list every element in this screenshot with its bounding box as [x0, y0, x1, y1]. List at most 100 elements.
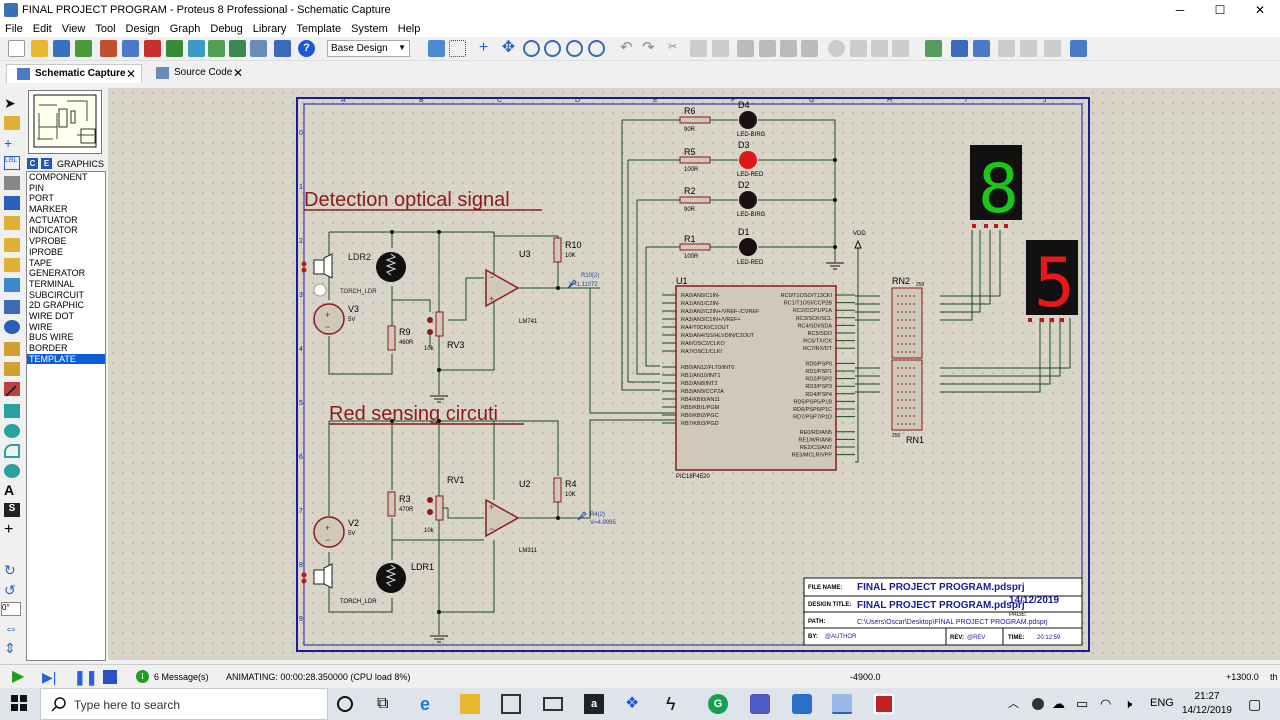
menu-tool[interactable]: Tool: [95, 22, 116, 35]
zoom-all-icon[interactable]: [566, 40, 583, 57]
wire-label-icon[interactable]: LBL: [4, 156, 20, 170]
design-explorer-icon[interactable]: [1070, 40, 1087, 57]
tab-close-icon[interactable]: ✕: [232, 66, 243, 80]
home-icon[interactable]: [100, 40, 117, 57]
menu-file[interactable]: File: [5, 22, 23, 35]
origin-icon[interactable]: +: [478, 39, 489, 56]
list-item[interactable]: 2D GRAPHIC: [29, 300, 85, 311]
components-mode-button[interactable]: C: [27, 158, 38, 169]
store-icon[interactable]: [501, 694, 521, 714]
heading-red-sensing-circuit[interactable]: Red sensing circuti: [329, 403, 498, 425]
current-probe-icon[interactable]: [4, 362, 20, 376]
ldr2-component[interactable]: LDR2: [348, 252, 406, 282]
paste-icon[interactable]: [712, 40, 729, 57]
winamp-icon[interactable]: ϟ: [666, 694, 676, 714]
vpn-icon[interactable]: [792, 694, 812, 714]
buses-icon[interactable]: [4, 196, 20, 210]
copy-icon[interactable]: [690, 40, 707, 57]
menu-system[interactable]: System: [351, 22, 388, 35]
menu-debug[interactable]: Debug: [210, 22, 243, 35]
new-sheet-icon[interactable]: [998, 40, 1015, 57]
maximize-button[interactable]: ☐: [1214, 3, 1226, 17]
decompose-icon[interactable]: [892, 40, 909, 57]
device-pins-icon[interactable]: [4, 258, 20, 272]
volume-icon[interactable]: 🕨: [1124, 696, 1133, 711]
play-icon[interactable]: ▶: [12, 668, 25, 685]
mirror-y-icon[interactable]: ⇕: [4, 640, 16, 656]
edge-browser-icon[interactable]: e: [420, 694, 431, 714]
grid-icon[interactable]: [449, 40, 466, 57]
redo-icon[interactable]: ↷: [642, 39, 655, 56]
arc-icon[interactable]: [4, 444, 20, 458]
u2-comparator[interactable]: +− U2 LM311: [485, 479, 538, 554]
list-item-selected[interactable]: TEMPLATE: [27, 353, 105, 365]
mail-icon[interactable]: [543, 697, 563, 711]
subcircuit-icon[interactable]: [4, 216, 20, 230]
packaging-icon[interactable]: [871, 40, 888, 57]
proteus-taskbar-icon[interactable]: [832, 694, 852, 714]
pan-icon[interactable]: ✥: [501, 39, 516, 56]
search-tag-icon[interactable]: [951, 40, 968, 57]
make-device-icon[interactable]: [850, 40, 867, 57]
voltage-probe-r4[interactable]: R4(2) V=4.9995: [577, 511, 617, 526]
rn2-resistor-network[interactable]: RN2 250: [891, 276, 925, 359]
list-item[interactable]: PIN: [29, 182, 45, 193]
list-item[interactable]: COMPONENT: [29, 172, 88, 182]
selection-mode-icon[interactable]: ➤: [4, 95, 16, 111]
block-rotate-icon[interactable]: [780, 40, 797, 57]
menu-edit[interactable]: Edit: [32, 22, 52, 35]
exit-to-parent-icon[interactable]: [1044, 40, 1061, 57]
list-item[interactable]: GENERATOR: [29, 268, 86, 279]
file-explorer-icon[interactable]: [460, 694, 480, 714]
list-item[interactable]: IPROBE: [29, 246, 64, 257]
3d-view-icon[interactable]: [188, 40, 205, 57]
pick-device-icon[interactable]: [828, 40, 845, 57]
tab-close-icon[interactable]: ✕: [125, 67, 136, 81]
step-icon[interactable]: ▶|: [42, 669, 57, 685]
edit-mode-button[interactable]: E: [41, 158, 52, 169]
zoom-out-icon[interactable]: [544, 40, 561, 57]
r10-resistor[interactable]: R10 10K: [553, 237, 582, 263]
rotate-clockwise-icon[interactable]: ↻: [4, 562, 16, 578]
undo-icon[interactable]: ↶: [620, 39, 633, 56]
seven-segment-display-green[interactable]: 8: [970, 145, 1022, 229]
tab-source-code[interactable]: Source Code ✕: [146, 64, 248, 83]
rotation-angle-field[interactable]: 0°: [1, 602, 21, 616]
wire-autorouter-icon[interactable]: [925, 40, 942, 57]
menu-design[interactable]: Design: [125, 22, 160, 35]
windows-start-icon[interactable]: [10, 694, 30, 714]
open-folder-icon[interactable]: [31, 40, 48, 57]
pause-icon[interactable]: ❚❚: [74, 669, 98, 685]
rn1-resistor-network[interactable]: RN1 250: [891, 359, 924, 445]
messages-icon[interactable]: i: [136, 670, 149, 683]
component-mode-icon[interactable]: [4, 116, 20, 130]
cut-icon[interactable]: ✂: [668, 41, 678, 53]
teams-icon[interactable]: [750, 694, 770, 714]
rv3-potentiometer[interactable]: RV3 10k: [424, 311, 464, 352]
design-style-select[interactable]: Base Design▼: [327, 40, 410, 57]
generator-icon[interactable]: [4, 320, 20, 334]
graph-icon[interactable]: [4, 278, 20, 292]
list-item[interactable]: INDICATOR: [29, 225, 78, 236]
v2-source[interactable]: +− V2 5V: [313, 516, 359, 548]
menu-help[interactable]: Help: [397, 22, 421, 35]
schematic-icon[interactable]: [122, 40, 139, 57]
circle-icon[interactable]: [4, 424, 20, 438]
isis-taskbar-icon[interactable]: [874, 694, 894, 714]
pic18f4520-u1[interactable]: U1 PIC18F4520 RA0/AN0/C1IN-RA1/AN1/C2IN-…: [662, 276, 855, 480]
ldr1-component[interactable]: LDR1: [376, 562, 434, 593]
virtual-instruments-icon[interactable]: [4, 382, 20, 396]
zoom-area-icon[interactable]: [588, 40, 605, 57]
v3-source[interactable]: +− V3 5V: [313, 303, 359, 335]
network-icon[interactable]: ▭: [1076, 696, 1089, 711]
zoom-in-icon[interactable]: [523, 40, 540, 57]
dropbox-icon[interactable]: ❖: [625, 695, 640, 712]
system-clock[interactable]: 21:27 14/12/2019: [1182, 690, 1232, 718]
menu-view[interactable]: View: [61, 22, 86, 35]
stop-icon[interactable]: [103, 670, 117, 684]
bom-icon[interactable]: [208, 40, 225, 57]
